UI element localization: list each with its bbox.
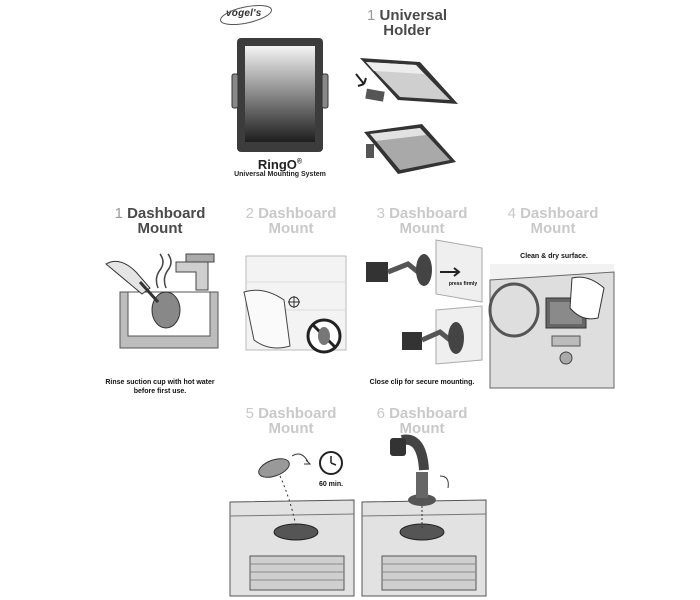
step-3-title-line2: Mount	[399, 220, 445, 237]
product-mark: ®	[296, 158, 303, 166]
step-3-press-label: press firmly	[448, 281, 478, 287]
step-5-title-line2: Mount	[268, 420, 314, 437]
step-1-title: 1 Dashboard Mount	[95, 206, 225, 236]
step-2-title-line2: Mount	[268, 220, 314, 237]
tablet-holder-illustration-2	[364, 124, 456, 174]
step-6-title-line1: Dashboard	[389, 405, 468, 422]
holder-title-line1: Universal	[379, 7, 448, 24]
product-subtitle: Universal Mounting System	[234, 171, 326, 178]
step-1-caption: Rinse suction cup with hot water before …	[95, 378, 225, 396]
step-5-illustration	[229, 453, 355, 597]
step-2-number: 2	[245, 205, 254, 222]
step-3-illustration	[366, 239, 483, 365]
step-4-title: 4 Dashboard Mount	[488, 206, 618, 236]
step-6-illustration	[361, 434, 487, 597]
step-5-title-line1: Dashboard	[258, 405, 337, 422]
clock-icon	[319, 451, 343, 475]
step-1-title-line1: Dashboard	[127, 205, 206, 222]
step-6-title: 6 Dashboard Mount	[357, 406, 487, 436]
holder-title: 1 Universal Holder	[352, 8, 462, 38]
step-6-title-line2: Mount	[399, 420, 445, 437]
product-name: RingO®	[220, 157, 340, 172]
step-3-number: 3	[376, 205, 385, 222]
step-3-title: 3 Dashboard Mount	[357, 206, 487, 236]
step-1-title-line2: Mount	[137, 220, 183, 237]
step-2-title: 2 Dashboard Mount	[226, 206, 356, 236]
step-5-time-label: 60 min.	[318, 481, 344, 488]
brand-logo-mark	[220, 4, 272, 26]
step-3-title-line1: Dashboard	[389, 205, 468, 222]
step-1-caption-line2: before first use.	[133, 388, 187, 395]
tablet-holder-illustration-1	[355, 58, 458, 104]
product-name-text: RingO	[257, 157, 297, 172]
step-2-title-line1: Dashboard	[258, 205, 337, 222]
holder-title-line2: Holder	[383, 22, 431, 39]
step-1-illustration	[105, 253, 219, 349]
tablet-front-illustration	[231, 38, 329, 152]
brand-logo: vogel's	[226, 8, 261, 19]
step-2-illustration	[243, 255, 347, 354]
step-4-illustration	[488, 264, 615, 389]
step-1-caption-line1: Rinse suction cup with hot water	[105, 379, 215, 386]
brand-name: vogel's	[226, 8, 262, 19]
step-3-caption: Close clip for secure mounting.	[369, 379, 475, 386]
step-5-number: 5	[245, 405, 254, 422]
step-6-number: 6	[376, 405, 385, 422]
step-4-number: 4	[507, 205, 516, 222]
step-5-title: 5 Dashboard Mount	[226, 406, 356, 436]
step-4-top-label: Clean & dry surface.	[520, 253, 588, 260]
step-1-number: 1	[114, 205, 123, 222]
holder-number: 1	[366, 7, 376, 24]
step-4-title-line1: Dashboard	[520, 205, 599, 222]
step-4-title-line2: Mount	[530, 220, 576, 237]
